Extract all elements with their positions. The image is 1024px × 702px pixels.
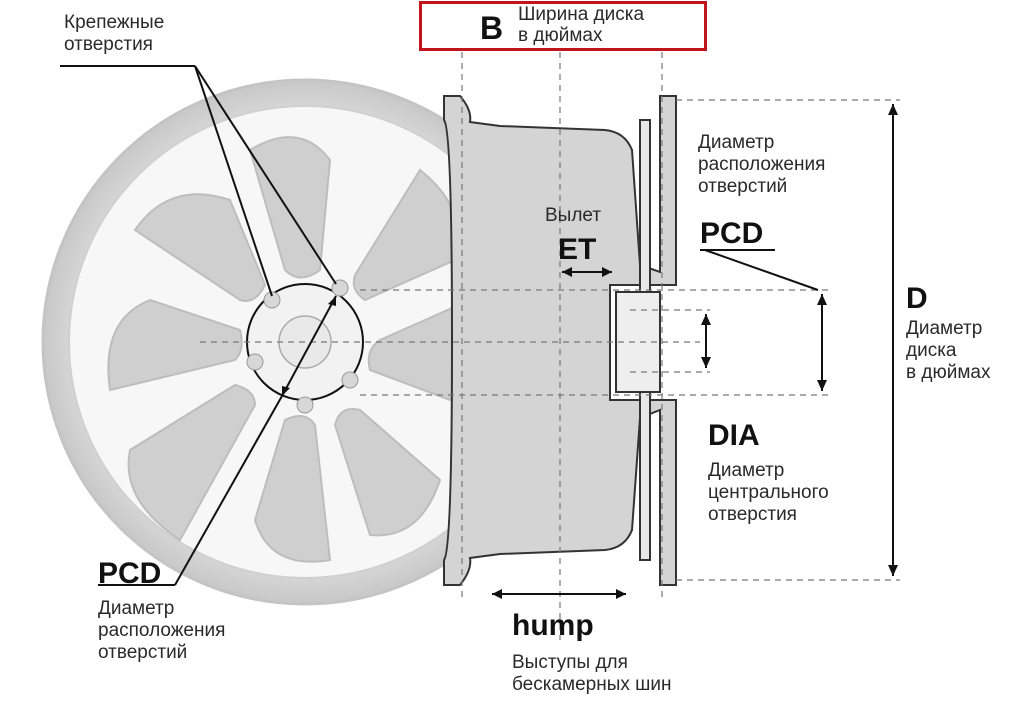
pcd-left-description: Диаметр расположения отверстий xyxy=(98,598,226,663)
diameter-label: D xyxy=(906,282,928,315)
width-description: Ширина диска в дюймах xyxy=(518,4,645,46)
mounting-holes-label: Крепежные отверстия xyxy=(64,12,165,55)
pcd-right-label: PCD xyxy=(700,217,764,250)
arrow-heads xyxy=(282,104,898,599)
dia-description: Диаметр центрального отверстия xyxy=(708,460,829,525)
hump-description: Выступы для бескамерных шин xyxy=(512,652,672,695)
dia-label: DIA xyxy=(708,419,760,452)
width-letter: B xyxy=(480,10,504,46)
diameter-description: Диаметр диска в дюймах xyxy=(906,318,991,383)
leader-lines xyxy=(60,65,894,595)
width-highlight-box: B Ширина диска в дюймах xyxy=(419,1,707,51)
dimension-guides xyxy=(200,52,900,640)
pcd-left-label: PCD xyxy=(98,557,162,590)
pcd-right-description: Диаметр расположения отверстий xyxy=(698,132,826,197)
hump-label: hump xyxy=(512,609,594,642)
et-caption: Вылет xyxy=(545,205,602,226)
et-label: ET xyxy=(558,233,597,266)
